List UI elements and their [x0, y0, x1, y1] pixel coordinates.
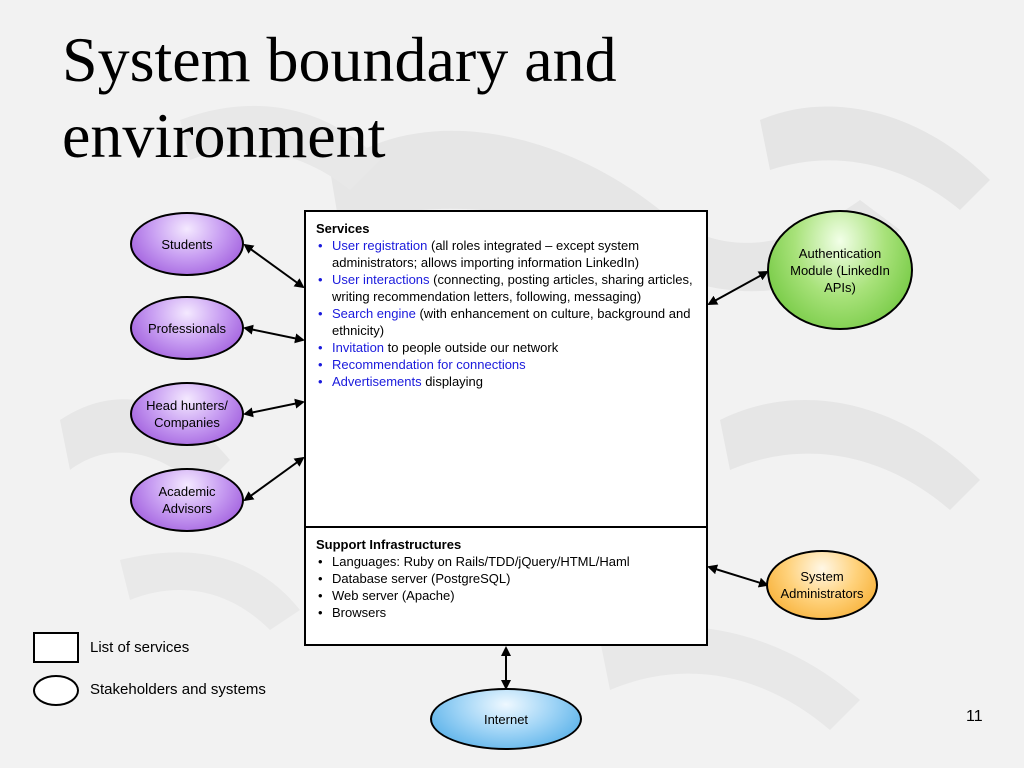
- slide-title: System boundary and environment: [62, 24, 617, 171]
- service-item: Search engine (with enhancement on cultu…: [316, 305, 696, 339]
- service-item: Advertisements displaying: [316, 373, 696, 390]
- service-item: User registration (all roles integrated …: [316, 237, 696, 271]
- stakeholder-professionals-label: Professionals: [147, 320, 227, 336]
- legend-rectangle-icon: [33, 632, 79, 663]
- stakeholder-head-hunters: Head hunters/ Companies: [130, 382, 244, 446]
- infrastructure-item: Web server (Apache): [316, 587, 696, 604]
- stakeholder-academic-advisors-label: Academic Advisors: [158, 484, 216, 516]
- service-item: User interactions (connecting, posting a…: [316, 271, 696, 305]
- infrastructure-item: Database server (PostgreSQL): [316, 570, 696, 587]
- stakeholder-students: Students: [130, 212, 244, 276]
- services-box: Services User registration (all roles in…: [304, 210, 708, 528]
- system-internet: Internet: [430, 688, 582, 750]
- service-item: Invitation to people outside our network: [316, 339, 696, 356]
- stakeholder-students-label: Students: [161, 236, 213, 252]
- system-auth-module: Authentication Module (LinkedIn APIs): [767, 210, 913, 330]
- services-heading: Services: [316, 221, 370, 236]
- stakeholder-system-admins-label: System Administrators: [780, 569, 864, 601]
- system-auth-module-label: Authentication Module (LinkedIn APIs): [790, 245, 890, 295]
- infrastructure-list: Languages: Ruby on Rails/TDD/jQuery/HTML…: [316, 553, 696, 621]
- stakeholder-professionals: Professionals: [130, 296, 244, 360]
- stakeholder-academic-advisors: Academic Advisors: [130, 468, 244, 532]
- system-internet-label: Internet: [483, 711, 529, 727]
- legend-ellipse-icon: [33, 675, 79, 706]
- services-list: User registration (all roles integrated …: [316, 237, 696, 390]
- legend-services-label: List of services: [90, 639, 190, 656]
- infrastructure-box: Support Infrastructures Languages: Ruby …: [304, 526, 708, 646]
- infrastructure-heading: Support Infrastructures: [316, 537, 462, 552]
- legend-stakeholders-label: Stakeholders and systems: [90, 681, 266, 698]
- page-number: 11: [966, 708, 983, 725]
- infrastructure-item: Languages: Ruby on Rails/TDD/jQuery/HTML…: [316, 553, 696, 570]
- stakeholder-head-hunters-label: Head hunters/ Companies: [146, 398, 228, 430]
- service-item: Recommendation for connections: [316, 356, 696, 373]
- stakeholder-system-admins: System Administrators: [766, 550, 878, 620]
- infrastructure-item: Browsers: [316, 604, 696, 621]
